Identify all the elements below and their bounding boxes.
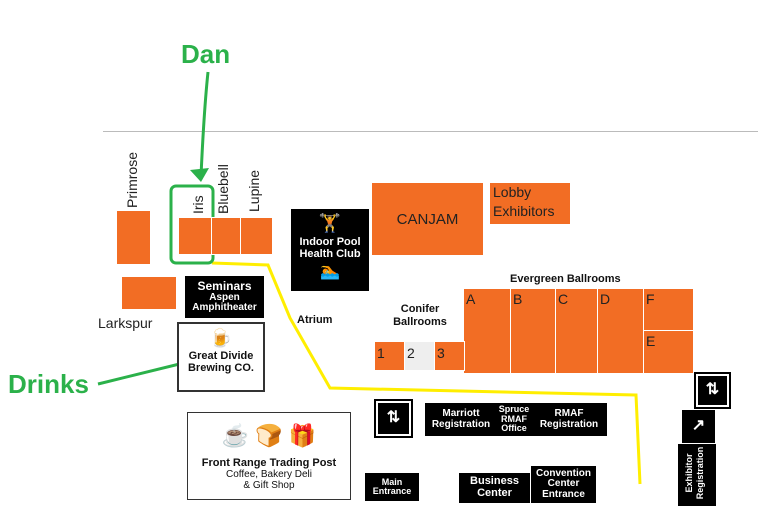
business-label-1: Business [470,475,519,488]
seminars-aspen-amphitheater[interactable]: Seminars Aspen Amphitheater [185,276,264,318]
room-primrose[interactable] [116,210,151,265]
room-bluebell[interactable] [211,217,241,255]
ballroom-c[interactable]: C [555,288,598,374]
beer-mug-icon: 🍺 [209,328,233,348]
gift-icon: 🎁 [288,423,317,448]
trading-icons: ☕ 🍞 🎁 [188,423,350,449]
map-top-border [103,131,758,132]
spruce-rmaf-office[interactable]: Spruce RMAF Office [496,403,532,436]
ballroom-d-letter: D [600,291,611,307]
brewing-label-1: Great Divide [188,350,254,362]
ballroom-a-letter: A [466,291,476,307]
conifer-1-number: 1 [377,345,385,361]
great-divide-brewing[interactable]: 🍺 Great Divide Brewing CO. [177,322,265,392]
coffee-cup-icon: ☕ [221,423,250,448]
label-bluebell: Bluebell [215,164,231,214]
exhibitor-label-1: Exhibitor [684,453,694,493]
convention-label-3: Entrance [542,488,585,500]
weightlifter-icon: 🏋 [318,213,342,233]
ballroom-e[interactable]: E [643,330,694,374]
conifer-room-2[interactable]: 2 [404,341,435,371]
label-iris: Iris [190,195,206,214]
dan-arrow [199,71,210,177]
ballroom-b-letter: B [513,291,523,307]
rmaf-label-2: Registration [539,418,599,430]
ballroom-c-letter: C [558,291,569,307]
annotation-dan: Dan [181,39,231,69]
trading-label-2: Coffee, Bakery Deli [226,469,312,480]
room-lupine[interactable] [240,217,273,255]
ballroom-e-letter: E [646,333,656,349]
dan-arrowhead [190,168,209,182]
label-atrium: Atrium [297,314,333,326]
label-evergreen-ballrooms: Evergreen Ballrooms [510,273,621,285]
convention-label-1: Convention [536,467,591,479]
bread-icon: 🍞 [255,423,283,448]
walking-route [211,261,642,485]
stairs-icon[interactable]: ↗ [682,410,715,443]
room-canjam[interactable]: CANJAM [371,182,484,256]
convention-center-entrance[interactable]: Convention Center Entrance [531,466,596,503]
indoor-pool-health-club[interactable]: 🏋 Indoor Pool Health Club 🏊 [291,209,369,291]
conifer-2-number: 2 [407,345,415,361]
marriott-registration[interactable]: Marriott Registration [425,403,497,436]
main-entrance-label-2: Entrance [372,486,412,496]
ballroom-f[interactable]: F [643,288,694,331]
spruce-label-3: Office [501,423,527,434]
label-larkspur: Larkspur [98,315,153,331]
conifer-3-number: 3 [437,345,445,361]
rmaf-label-1: RMAF [554,408,584,419]
ballroom-b[interactable]: B [510,288,556,374]
room-iris[interactable] [178,217,212,255]
conifer-room-1[interactable]: 1 [374,341,405,371]
front-range-trading-post[interactable]: ☕ 🍞 🎁 Front Range Trading Post Coffee, B… [187,412,351,500]
lobby-label-1: Lobby [493,184,532,200]
label-primrose: Primrose [124,151,140,208]
swimmer-icon: 🏊 [320,263,340,281]
seminars-label-1: Seminars [197,279,252,294]
marriott-label-2: Registration [431,418,491,430]
label-conifer-ballrooms: Conifer Ballrooms [382,303,458,329]
ballroom-f-letter: F [646,291,655,307]
convention-label-2: Center [547,478,580,490]
room-lobby-exhibitors[interactable]: Lobby Exhibitors [489,182,571,225]
lobby-label-2: Exhibitors [493,203,555,219]
annotation-drinks: Drinks [8,369,89,399]
spruce-label-2: RMAF [501,413,527,424]
elevator-icon[interactable]: ⇅ [374,399,413,438]
spruce-label-1: Spruce [498,404,530,415]
pool-label-1: Indoor Pool [299,236,361,248]
ballroom-d[interactable]: D [597,288,644,374]
conifer-label-1: Conifer [400,303,440,315]
exhibitor-registration[interactable] [678,444,716,506]
label-canjam: CANJAM [396,210,459,228]
ballroom-a[interactable]: A [463,288,511,374]
exhibitor-registration-label: Exhibitor Registration [684,444,706,502]
marriott-label-1: Marriott [442,408,480,419]
conifer-label-2: Ballrooms [393,316,447,328]
business-label-2: Center [477,487,512,499]
trading-label-1: Front Range Trading Post [201,457,337,469]
brewing-label-2: Brewing CO. [187,362,254,374]
trading-label-3: & Gift Shop [243,480,295,491]
business-center[interactable]: Business Center [459,473,530,503]
main-entrance[interactable]: Main Entrance [365,473,419,501]
room-larkspur[interactable] [121,276,177,310]
seminars-label-2: Aspen [209,291,240,303]
seminars-label-3: Amphitheater [192,302,257,314]
pool-label-2: Health Club [299,247,361,260]
elevator-icon-east[interactable]: ⇅ [694,372,731,409]
main-entrance-label-1: Main [381,476,403,487]
exhibitor-label-2: Registration [695,446,705,500]
rmaf-registration[interactable]: RMAF Registration [531,403,607,436]
conifer-room-3[interactable]: 3 [434,341,465,371]
label-lupine: Lupine [246,169,262,212]
